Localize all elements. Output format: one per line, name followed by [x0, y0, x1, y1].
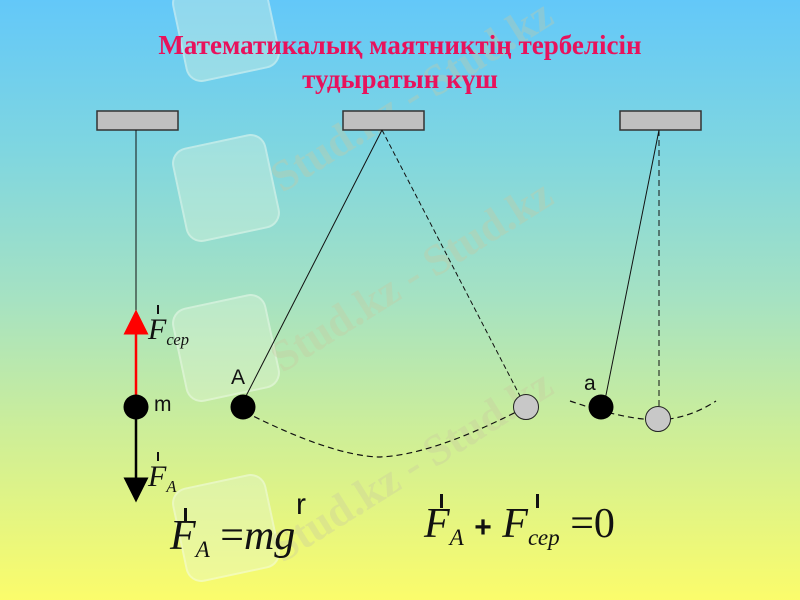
vector-mark — [157, 305, 159, 314]
bob-a — [588, 394, 614, 420]
bob-right-ghost — [645, 406, 671, 432]
vector-mark — [184, 508, 187, 522]
string-right — [604, 129, 660, 401]
vector-mark — [536, 494, 539, 508]
vector-mark-g: r — [296, 488, 306, 521]
point-A-label: A — [231, 366, 246, 389]
support-middle — [342, 110, 425, 131]
string-middle-ghost — [381, 129, 521, 397]
bob-left — [123, 394, 149, 420]
title-line-2: тудыратын күш — [302, 64, 498, 94]
support-right — [619, 110, 702, 131]
trajectory-middle — [244, 409, 521, 458]
vector-mark — [440, 494, 443, 508]
mass-label: m — [154, 393, 172, 416]
formula-equilibrium: FA + Fсер =0 — [424, 501, 615, 551]
string-middle — [244, 129, 383, 399]
bob-middle-ghost — [513, 394, 539, 420]
tension-force-label: Fсер — [148, 313, 190, 349]
archimedes-force-label: FA — [148, 460, 177, 496]
formula-archimedes: FA =mg — [170, 513, 296, 563]
vector-mark — [157, 452, 159, 461]
support-left — [96, 110, 179, 131]
slide-title: Математикалық маятниктің тербелісін туды… — [0, 28, 800, 96]
point-a-label: a — [584, 372, 596, 395]
bob-A — [230, 394, 256, 420]
title-line-1: Математикалық маятниктің тербелісін — [158, 30, 642, 60]
